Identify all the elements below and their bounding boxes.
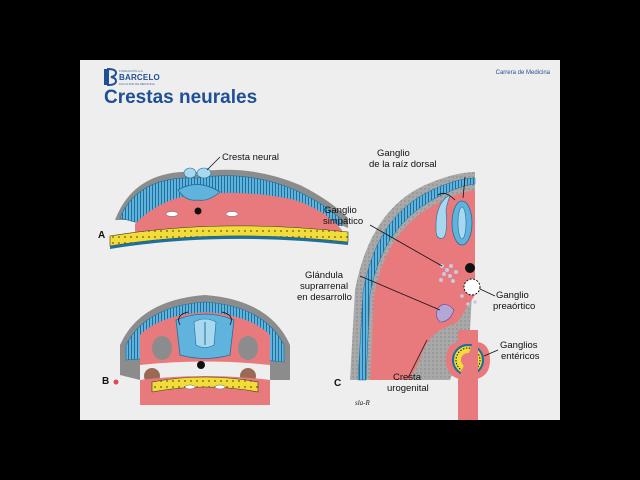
svg-text:urogenital: urogenital	[387, 383, 429, 394]
svg-text:suprarrenal: suprarrenal	[300, 281, 348, 292]
panel-c-diagram: sla-R C	[334, 172, 490, 420]
label-cresta-urogenital: Cresta urogenital	[387, 372, 429, 394]
svg-text:Ganglio: Ganglio	[377, 148, 410, 159]
label-ganglio-raiz-dorsal: Ganglio de la raíz dorsal	[369, 148, 437, 170]
label-ganglios-entericos: Ganglios entéricos	[500, 340, 540, 362]
svg-text:Cresta: Cresta	[393, 372, 422, 383]
logo-icon	[104, 68, 117, 86]
panel-b-diagram: B	[102, 295, 290, 405]
svg-text:Ganglios: Ganglios	[500, 340, 538, 351]
svg-text:entéricos: entéricos	[501, 351, 540, 362]
svg-text:en desarrollo: en desarrollo	[297, 292, 352, 303]
svg-text:preaórtico: preaórtico	[493, 301, 535, 312]
panel-a-diagram: A	[98, 167, 349, 249]
sympathetic-cells	[439, 264, 477, 306]
logo-foundation-text: FUNDACIÓN H.A.	[119, 69, 144, 73]
label-cresta-neural: Cresta neural	[222, 152, 279, 163]
illustrator-signature: sla-R	[355, 399, 371, 407]
label-ganglio-simpatico: Ganglio simpático	[323, 205, 363, 227]
svg-text:Ganglio: Ganglio	[496, 290, 529, 301]
slide: FUNDACIÓN H.A. BARCELO FACULTAD DE MEDIC…	[80, 60, 560, 420]
slide-title: Crestas neurales	[104, 87, 258, 108]
logo-faculty-text: FACULTAD DE MEDICINA	[119, 82, 155, 86]
svg-text:Glándula: Glándula	[305, 270, 344, 281]
svg-text:Ganglio: Ganglio	[324, 205, 357, 216]
panel-b-letter: B	[102, 376, 109, 387]
institution-logo: FUNDACIÓN H.A. BARCELO FACULTAD DE MEDIC…	[103, 66, 173, 88]
label-glandula-suprarrenal: Glándula suprarrenal en desarrollo	[297, 270, 352, 303]
svg-text:simpático: simpático	[323, 216, 363, 227]
career-label: Carrera de Medicina	[495, 70, 550, 76]
panel-a-letter: A	[98, 230, 105, 241]
pointer-dot	[112, 378, 120, 386]
logo-name: BARCELO	[119, 73, 160, 82]
svg-text:de la raíz dorsal: de la raíz dorsal	[369, 159, 437, 170]
label-ganglio-preaortico: Ganglio preaórtico	[493, 290, 535, 312]
embryology-illustration: A B	[98, 148, 540, 420]
leader-lines	[206, 156, 499, 379]
panel-c-letter: C	[334, 378, 341, 389]
